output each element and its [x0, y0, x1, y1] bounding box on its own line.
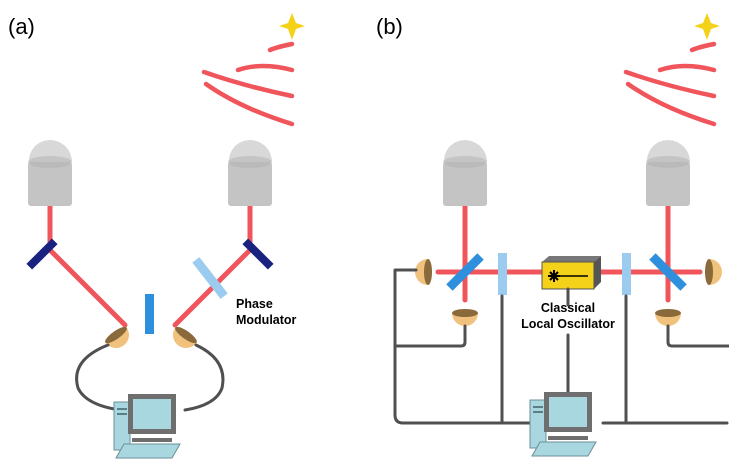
telescope-icon-a-left	[26, 137, 73, 207]
detector-icon-b-left-bottom	[452, 309, 478, 326]
panel-a-label: (a)	[8, 14, 35, 39]
computer-icon-b	[529, 391, 597, 457]
telescope-icon-b-right	[644, 137, 691, 207]
laser-star-icon	[548, 270, 560, 282]
phase-modulator-a	[192, 257, 228, 299]
beamsplitter-b-left	[446, 253, 484, 291]
oscillator-label-line1: Classical	[541, 301, 595, 315]
local-oscillator-laser	[541, 256, 601, 290]
oscillator-label-line2: Local Oscillator	[521, 317, 615, 331]
signal-wires-b	[393, 268, 729, 425]
telescope-icon-b-left	[441, 137, 488, 207]
star-icon-b	[694, 13, 720, 40]
computer-icon-a	[113, 393, 181, 459]
signal-wire-a-left	[75, 343, 122, 412]
modulator-b-right	[622, 253, 631, 295]
detector-icon-a-left	[103, 324, 135, 354]
mirror-a-left	[26, 238, 58, 270]
modulator-b-left	[498, 253, 507, 295]
mirror-a-right	[242, 238, 274, 270]
star-icon-a	[279, 13, 305, 40]
detector-icon-b-right-bottom	[655, 309, 681, 326]
beamsplitter-b-right	[649, 253, 687, 291]
detector-icon-a-right	[167, 324, 199, 354]
beamsplitter-a	[145, 294, 154, 334]
signal-wire-a-right	[183, 343, 225, 412]
detector-icon-b-left-side	[415, 259, 432, 285]
telescope-icon-a-right	[226, 137, 273, 207]
phase-modulator-label-line2: Modulator	[236, 313, 297, 327]
wavefronts-a	[201, 41, 295, 127]
wavefronts-b	[623, 41, 717, 127]
detector-icon-b-right-side	[705, 259, 722, 285]
phase-modulator-label-line1: Phase	[236, 297, 273, 311]
panel-b-label: (b)	[376, 14, 403, 39]
